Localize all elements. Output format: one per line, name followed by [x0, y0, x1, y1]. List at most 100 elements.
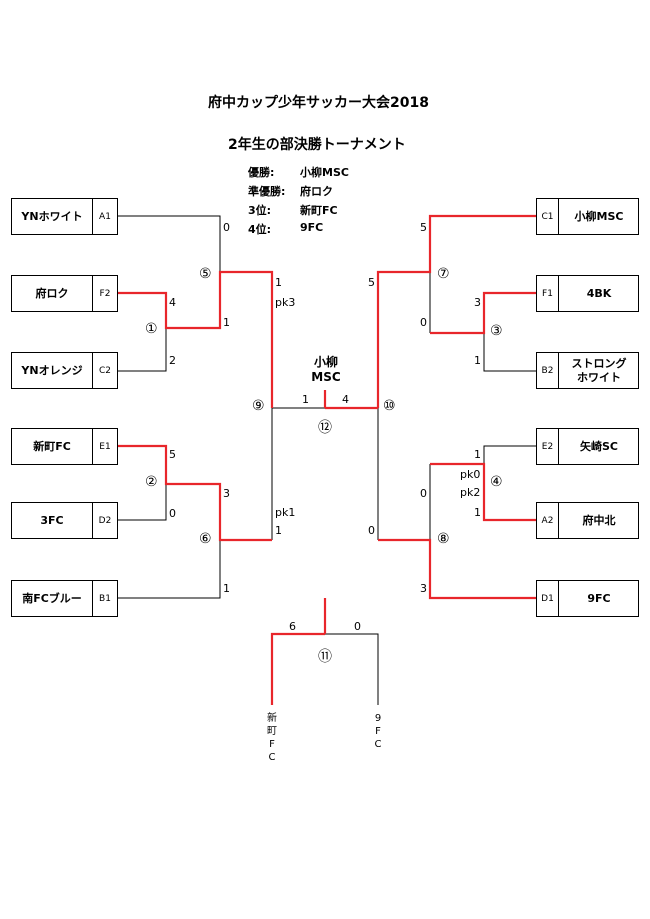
team-code: D1 — [537, 581, 559, 616]
third-place-right-team: 9 F C — [374, 713, 382, 750]
score-m3-bottom: 1 — [474, 354, 481, 367]
line-third-right — [325, 633, 379, 705]
team-box-e1: 新町FC E1 — [11, 428, 118, 465]
team-box-c2: YNオレンジ C2 — [11, 352, 118, 389]
standing-1-team: 小柳MSC — [300, 166, 349, 179]
score-m4-top-pk: pk0 — [460, 468, 481, 481]
score-m2-top: 5 — [169, 448, 176, 461]
score-m7-top: 5 — [420, 221, 427, 234]
match-number-3: ③ — [490, 323, 503, 339]
champion-label: 小柳 MSC — [311, 355, 341, 384]
match-number-1: ① — [145, 321, 158, 337]
team-code: A2 — [537, 503, 559, 538]
team-box-a2: A2 府中北 — [536, 502, 639, 539]
team-code: C2 — [92, 353, 117, 388]
team-code: E2 — [537, 429, 559, 464]
score-m6-bottom: 1 — [223, 582, 230, 595]
team-code: F1 — [537, 276, 559, 311]
page-subtitle: 2年生の部決勝トーナメント — [228, 137, 406, 153]
score-m10-bottom: 0 — [368, 524, 375, 537]
line-d1 — [378, 538, 536, 600]
team-box-d1: D1 9FC — [536, 580, 639, 617]
team-code: E1 — [92, 429, 117, 464]
score-m8-bottom: 3 — [420, 582, 427, 595]
team-box-c1: C1 小柳MSC — [536, 198, 639, 235]
score-final-left: 1 — [302, 393, 309, 406]
standing-1-label: 優勝: — [248, 166, 275, 179]
third-place-left-team: 新 町 F C — [267, 713, 277, 763]
team-name: 4BK — [586, 286, 612, 300]
team-box-b1: 南FCブルー B1 — [11, 580, 118, 617]
score-m2-bottom: 0 — [169, 507, 176, 520]
standing-3-team: 新町FC — [300, 204, 338, 217]
match-number-10: ⑩ — [383, 398, 396, 414]
line-c1 — [376, 214, 536, 408]
team-box-b2: B2 ストロング ホワイト — [536, 352, 639, 389]
match-number-4: ④ — [490, 474, 503, 490]
team-name: 新町FC — [33, 439, 71, 453]
score-m9-top: 1 — [275, 276, 282, 289]
team-name: ストロング ホワイト — [571, 356, 627, 384]
line-e1 — [118, 444, 272, 542]
score-m7-bottom: 0 — [420, 316, 427, 329]
score-m5-bottom: 1 — [223, 316, 230, 329]
score-m8-top: 0 — [420, 487, 427, 500]
team-box-f1: F1 4BK — [536, 275, 639, 312]
score-m1-top: 4 — [169, 296, 176, 309]
match-number-7: ⑦ — [437, 266, 450, 282]
score-m4-bottom-pk: pk2 — [460, 486, 481, 499]
team-code: F2 — [92, 276, 117, 311]
team-box-f2: 府ロク F2 — [11, 275, 118, 312]
team-name: 府中北 — [582, 513, 616, 527]
team-name: 9FC — [587, 591, 611, 605]
line-b1 — [118, 540, 221, 599]
team-name: 3FC — [40, 513, 64, 527]
score-m4-top: 1 — [474, 448, 481, 461]
score-m4-bottom: 1 — [474, 506, 481, 519]
team-box-a1: YNホワイト A1 — [11, 198, 118, 235]
score-third-left: 6 — [289, 620, 296, 633]
line-c2 — [118, 328, 167, 372]
team-box-e2: E2 矢崎SC — [536, 428, 639, 465]
score-final-right: 4 — [342, 393, 349, 406]
score-m6-top: 3 — [223, 487, 230, 500]
standing-2-label: 準優勝: — [248, 185, 286, 198]
team-name: 府ロク — [35, 286, 69, 300]
team-code: A1 — [92, 199, 117, 234]
team-box-d2: 3FC D2 — [11, 502, 118, 539]
team-code: B1 — [92, 581, 117, 616]
team-code: C1 — [537, 199, 559, 234]
match-number-5: ⑤ — [199, 266, 212, 282]
match-number-2: ② — [145, 474, 158, 490]
line-d2 — [118, 484, 167, 521]
standing-4-label: 4位: — [248, 223, 272, 236]
team-name: 南FCブルー — [22, 591, 82, 605]
team-code: B2 — [537, 353, 559, 388]
match-number-8: ⑧ — [437, 531, 450, 547]
line-e2 — [483, 445, 536, 464]
standing-4-team: 9FC — [300, 221, 324, 234]
score-m5-top: 0 — [223, 221, 230, 234]
page-title: 府中カップ少年サッカー大会2018 — [208, 95, 429, 111]
team-code: D2 — [92, 503, 117, 538]
score-m10-top: 5 — [368, 276, 375, 289]
score-third-right: 0 — [354, 620, 361, 633]
match-number-12: ⑫ — [318, 420, 332, 436]
line-f1 — [430, 291, 536, 335]
score-m9-top-pk: pk3 — [275, 296, 296, 309]
score-m9-bottom: 1 — [275, 524, 282, 537]
team-name: YNオレンジ — [21, 363, 83, 377]
team-name: 矢崎SC — [580, 439, 618, 453]
line-a2 — [430, 462, 536, 522]
standing-2-team: 府ロク — [300, 185, 333, 198]
match-number-6: ⑥ — [199, 531, 212, 547]
line-f2 — [118, 270, 274, 408]
standing-3-label: 3位: — [248, 204, 272, 217]
team-name: YNホワイト — [21, 209, 83, 223]
line-a1 — [118, 215, 221, 272]
score-m1-bottom: 2 — [169, 354, 176, 367]
match-number-11: ⑪ — [318, 649, 332, 665]
line-third-left — [270, 632, 325, 705]
team-name: 小柳MSC — [574, 209, 624, 223]
